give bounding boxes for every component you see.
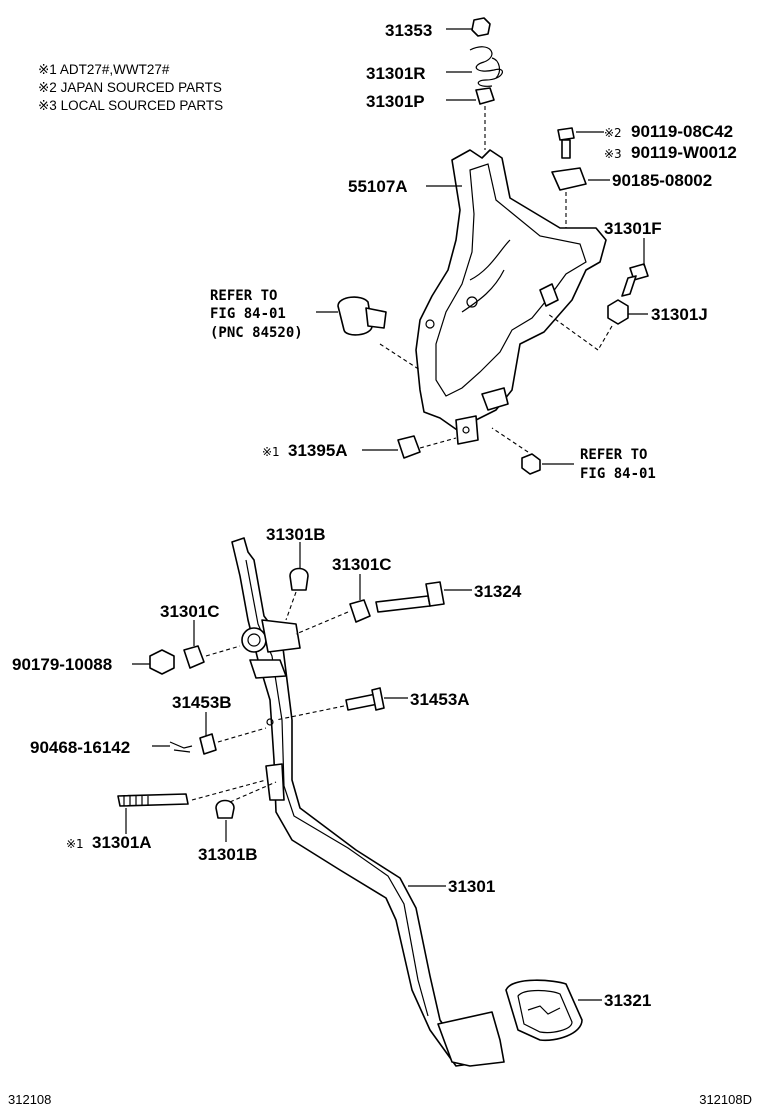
bracket-rib-1 bbox=[469, 239, 511, 281]
refer1-line3: (PNC 84520) bbox=[210, 325, 303, 341]
pedal-drawing bbox=[117, 537, 583, 1067]
clip-90468 bbox=[169, 741, 193, 753]
note-3: ※3 LOCAL SOURCED PARTS bbox=[38, 98, 223, 113]
cushion-31301b-bottom bbox=[215, 799, 235, 819]
collar-31301c-left bbox=[183, 645, 205, 669]
nut-lower bbox=[521, 453, 541, 475]
dash-nut-lower bbox=[491, 427, 529, 453]
label-31395A: 31395A bbox=[288, 441, 348, 460]
label-55107A: 55107A bbox=[348, 177, 408, 196]
label-31453A: 31453A bbox=[410, 690, 470, 709]
bracket-lower-plate bbox=[481, 387, 509, 411]
bolt-31324-shank bbox=[375, 595, 431, 613]
bracket-outline bbox=[415, 149, 607, 433]
label-90185-08002: 90185-08002 bbox=[612, 171, 712, 190]
dash-spring bbox=[191, 779, 267, 801]
label-90179-10088: 90179-10088 bbox=[12, 655, 112, 674]
label-31324: 31324 bbox=[474, 582, 522, 601]
label-31353: 31353 bbox=[385, 21, 432, 40]
nut-90179 bbox=[149, 649, 175, 675]
bracket-lower-hole bbox=[462, 426, 470, 434]
pin-31453a-head bbox=[371, 687, 385, 711]
pivot-boss bbox=[241, 627, 267, 653]
label-31301: 31301 bbox=[448, 877, 495, 896]
bolt-shank bbox=[561, 139, 571, 159]
dash-cushion bbox=[419, 437, 457, 449]
label-31301P: 31301P bbox=[366, 92, 425, 111]
refer1-line2: FIG 84-01 bbox=[210, 306, 286, 322]
label-31453B: 31453B bbox=[172, 693, 232, 712]
dash-pin bbox=[275, 705, 345, 721]
dash-bushing-31453b bbox=[217, 727, 267, 743]
bushing-shape bbox=[475, 87, 495, 105]
label-31301C-left: 31301C bbox=[160, 602, 220, 621]
label-90468-16142: 90468-16142 bbox=[30, 738, 130, 757]
pad-cover-pattern bbox=[527, 1005, 561, 1015]
leader-lines bbox=[125, 28, 648, 1001]
label-90119-W0012: 90119-W0012 bbox=[631, 143, 737, 162]
label-31301C-right: 31301C bbox=[332, 555, 392, 574]
collar-31301c-right bbox=[349, 599, 371, 623]
bracket-hole-1 bbox=[466, 296, 478, 308]
cap-31301b-top bbox=[289, 567, 309, 591]
spring-coils bbox=[123, 796, 149, 806]
spring-31301a bbox=[117, 793, 189, 807]
dash-nut-j bbox=[597, 325, 613, 351]
cushion-31395a bbox=[397, 435, 421, 459]
refer2-line2: FIG 84-01 bbox=[580, 466, 656, 482]
part-labels: 31353 31301R 31301P ※2 90119-08C42 ※3 90… bbox=[12, 21, 737, 1010]
bolt-31324-head bbox=[425, 581, 445, 607]
label-31321: 31321 bbox=[604, 991, 651, 1010]
bracket-hole-2 bbox=[425, 319, 435, 329]
pivot-plate bbox=[249, 659, 287, 679]
mark-31395A: ※1 bbox=[262, 445, 280, 459]
arm-hole bbox=[266, 718, 274, 726]
mark-90119-08C42: ※2 bbox=[604, 126, 622, 140]
dash-collar-left bbox=[205, 645, 241, 657]
pivot-hole bbox=[247, 633, 261, 647]
note-1: ※1 ADT27#,WWT27# bbox=[38, 62, 170, 77]
spring-shape bbox=[469, 46, 503, 87]
note-2: ※2 JAPAN SOURCED PARTS bbox=[38, 80, 222, 95]
label-31301B-top: 31301B bbox=[266, 525, 326, 544]
bracket-lower-tab bbox=[455, 415, 479, 445]
bolt-f-shank bbox=[621, 275, 637, 297]
code-bottom-left: 312108 bbox=[8, 1092, 51, 1107]
label-31301A: 31301A bbox=[92, 833, 152, 852]
pedal-bracket-drawing bbox=[337, 17, 649, 475]
stop-switch-thread bbox=[365, 307, 387, 329]
bracket-tab bbox=[539, 283, 559, 307]
pivot-bracket bbox=[261, 619, 301, 653]
dash-collar-right bbox=[295, 611, 349, 635]
bracket-inner bbox=[435, 163, 587, 397]
label-90119-08C42: 90119-08C42 bbox=[631, 122, 733, 141]
nut-plate bbox=[551, 167, 587, 191]
bolt-head bbox=[557, 127, 575, 141]
label-31301J: 31301J bbox=[651, 305, 708, 324]
pad-cover-inner bbox=[517, 989, 573, 1034]
bushing-31453b bbox=[199, 733, 217, 755]
nut-j bbox=[607, 299, 629, 325]
mark-31301A: ※1 bbox=[66, 837, 84, 851]
dash-switch bbox=[379, 343, 421, 371]
dash-nut-j-2 bbox=[547, 313, 599, 351]
spring-shape-2 bbox=[491, 57, 501, 79]
label-31301R: 31301R bbox=[366, 64, 426, 83]
refer1-line1: REFER TO bbox=[210, 288, 277, 304]
label-31301F: 31301F bbox=[604, 219, 662, 238]
refer2-line1: REFER TO bbox=[580, 447, 647, 463]
pedal-pad bbox=[437, 1011, 505, 1067]
code-bottom-right: 312108D bbox=[699, 1092, 752, 1107]
diagram-codes: 312108 312108D bbox=[8, 1092, 752, 1107]
dash-cap-top bbox=[285, 591, 297, 621]
mark-90119-W0012: ※3 bbox=[604, 147, 622, 161]
label-31301B-bottom: 31301B bbox=[198, 845, 258, 864]
footnotes: ※1 ADT27#,WWT27# ※2 JAPAN SOURCED PARTS … bbox=[38, 62, 223, 113]
dash-cushion-bottom bbox=[229, 781, 277, 803]
clip-shape bbox=[471, 17, 491, 37]
bracket-rib-2 bbox=[461, 269, 505, 313]
pedal-arm bbox=[231, 537, 471, 1067]
